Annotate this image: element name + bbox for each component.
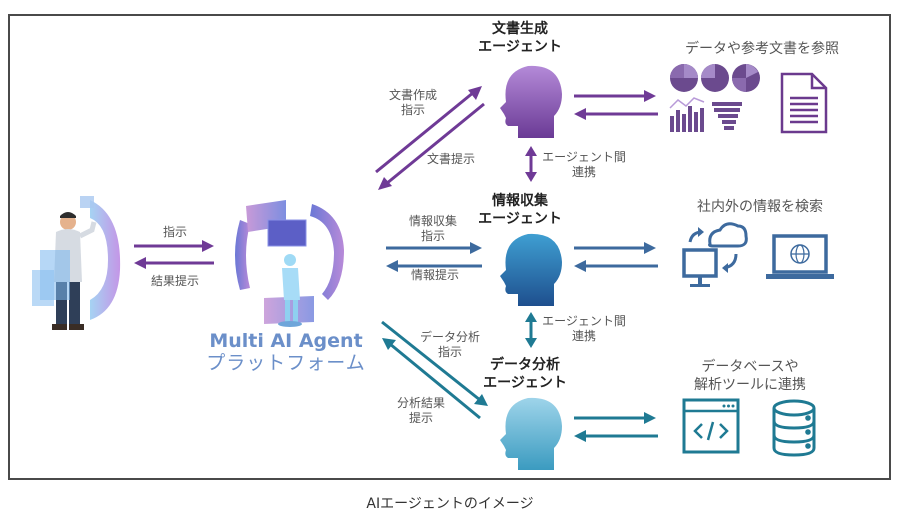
data-resource-arrows — [574, 412, 658, 442]
inter-agent-label-2-line1: エージェント間 — [542, 314, 626, 328]
bar-line-chart-icon — [669, 97, 705, 132]
info-resource-icons — [682, 222, 834, 287]
desktop-monitor-icon — [682, 248, 718, 287]
data-agent-head-icon — [500, 397, 562, 470]
result-label: 結果提示 — [150, 274, 199, 288]
inter-agent-label-2: エージェント間 連携 — [534, 314, 634, 344]
platform-title-line2: プラットフォーム — [206, 352, 366, 374]
info-resource-arrows — [574, 242, 658, 272]
inter-agent-arrow-1 — [525, 146, 537, 182]
document-agent-suffix: エージェント — [478, 39, 562, 55]
info-return-label: 情報提示 — [410, 268, 459, 282]
document-return-label: 文書提示 — [426, 152, 475, 166]
info-agent-head-icon — [500, 233, 562, 306]
data-agent-title: データ分析 エージェント — [470, 356, 580, 392]
info-agent-suffix: エージェント — [478, 211, 562, 227]
arrow-right-icon — [574, 90, 656, 102]
inter-agent-label-1-line2: 連携 — [571, 165, 596, 179]
info-instruction-label: 情報収集 指示 — [398, 214, 468, 244]
arrow-right-icon — [386, 242, 482, 254]
data-resource-icons — [682, 398, 816, 457]
document-instruction-line2: 指示 — [400, 103, 425, 117]
arrow-right-icon — [574, 242, 656, 254]
document-agent-arrows-left — [375, 86, 485, 190]
data-agent-name: データ分析 — [490, 357, 560, 373]
inter-agent-label-1-line1: エージェント間 — [542, 150, 626, 164]
arrow-down-right-icon — [381, 320, 488, 406]
inter-agent-arrow-2 — [525, 312, 537, 348]
platform-title-line1: Multi AI Agent — [209, 330, 363, 352]
data-resource-line1: データベースや — [701, 359, 799, 375]
info-instruction-line2: 指示 — [420, 229, 445, 243]
arrow-right-icon — [134, 240, 214, 252]
laptop-globe-icon — [766, 234, 834, 279]
document-agent-title: 文書生成 エージェント — [470, 20, 570, 56]
document-icon — [780, 72, 828, 134]
info-resource-label: 社内外の情報を検索 — [697, 199, 823, 215]
document-resource-arrows — [574, 90, 658, 120]
inter-agent-label-2-line2: 連携 — [571, 329, 596, 343]
arrow-up-right-icon — [375, 86, 482, 174]
inter-agent-label-1: エージェント間 連携 — [534, 150, 634, 180]
funnel-chart-icon — [712, 102, 742, 130]
user-platform-arrows — [134, 240, 214, 269]
data-instruction-line2: 指示 — [437, 345, 462, 359]
document-resource-label: データや参考文書を参照 — [685, 41, 839, 57]
arrow-left-icon — [386, 260, 482, 272]
figure-caption: AIエージェントのイメージ — [366, 496, 534, 512]
info-agent-arrows-left — [386, 242, 482, 272]
data-return-line2: 提示 — [408, 411, 433, 425]
arrow-right-icon — [574, 412, 656, 424]
info-agent-title: 情報収集 エージェント — [470, 192, 570, 228]
data-instruction-line1: データ分析 — [419, 330, 480, 344]
document-instruction-label: 文書作成 指示 — [378, 88, 448, 118]
arrow-left-icon — [574, 108, 658, 120]
info-instruction-line1: 情報収集 — [408, 214, 457, 228]
arrow-down-left-icon — [378, 102, 485, 190]
platform-title: Multi AI Agent プラットフォーム — [196, 330, 376, 374]
user-with-screens-icon — [32, 196, 121, 330]
data-agent-suffix: エージェント — [483, 375, 567, 391]
cloud-sync-icon — [688, 222, 748, 273]
data-return-line1: 分析結果 — [396, 396, 445, 410]
document-agent-name: 文書生成 — [492, 21, 548, 37]
document-instruction-line1: 文書作成 — [388, 88, 437, 102]
arrow-left-icon — [134, 257, 214, 269]
database-icon — [772, 399, 816, 457]
arrow-up-left-icon — [382, 338, 481, 420]
diagram-frame — [8, 14, 891, 480]
data-resource-label: データベースや 解析ツールに連携 — [670, 358, 830, 394]
data-agent-arrows-left — [381, 320, 488, 420]
arrow-left-icon — [574, 430, 658, 442]
arrow-left-icon — [574, 260, 658, 272]
data-instruction-label: データ分析 指示 — [410, 330, 490, 360]
pie-charts-icon — [670, 64, 760, 92]
instruction-label: 指示 — [162, 225, 187, 239]
code-window-icon — [682, 398, 740, 454]
data-return-label: 分析結果 提示 — [386, 396, 456, 426]
document-agent-head-icon — [500, 65, 562, 138]
data-resource-line2: 解析ツールに連携 — [694, 377, 806, 393]
platform-robot-icon — [235, 200, 344, 327]
document-resource-icons — [669, 64, 828, 134]
info-agent-name: 情報収集 — [492, 193, 548, 209]
